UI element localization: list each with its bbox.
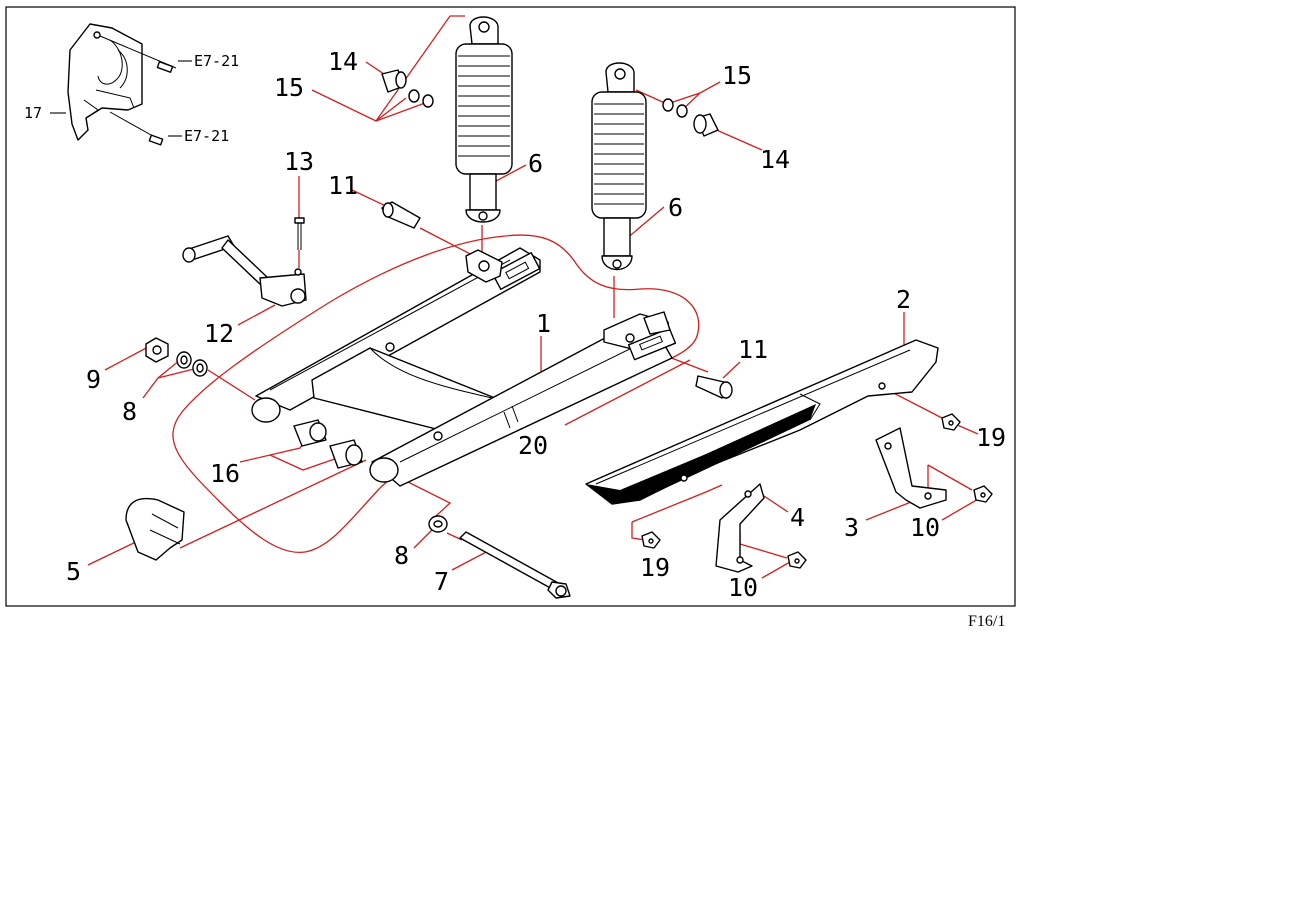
callout-11-left: 11: [328, 171, 358, 200]
callout-1: 1: [536, 309, 551, 338]
callout-3: 3: [844, 513, 859, 542]
part-2-chain-guard: [585, 339, 939, 505]
part-19-bolt-right: [941, 413, 961, 431]
leader-10b-c: [927, 464, 973, 491]
leader-19a-b: [631, 522, 646, 541]
part-14-15-left-hardware: [381, 69, 434, 108]
leader-3: [865, 499, 917, 521]
leader-7: [451, 549, 491, 571]
leader-19a: [631, 484, 723, 523]
part-8-washer-lower: [428, 515, 448, 533]
leader-10a: [761, 561, 791, 579]
part-10-bolt-lower: [787, 551, 807, 569]
callout-4: 4: [790, 503, 805, 532]
part-7-axle-bolt: [459, 531, 571, 599]
leader-5-b: [179, 459, 367, 549]
leader-lines: [50, 15, 981, 579]
envelope-20: [172, 234, 700, 554]
leader-14b: [711, 127, 763, 151]
leader-8a-c: [207, 369, 256, 401]
callout-17: 17: [24, 104, 42, 122]
part-4-bracket: [715, 483, 765, 573]
callout-19-right: 19: [976, 423, 1006, 452]
callout-8-lower: 8: [394, 541, 409, 570]
leader-9: [104, 346, 149, 371]
leader-12: [237, 304, 276, 326]
part-12-kick-lever: [182, 235, 307, 307]
part-9-nut: [145, 337, 169, 363]
leader-7-b: [446, 532, 463, 541]
callout-13: 13: [284, 147, 314, 176]
leader-19b: [954, 423, 979, 435]
part-8-washers-left: [176, 351, 208, 377]
leader-16-b: [269, 454, 347, 471]
callout-19-bottom: 19: [640, 553, 670, 582]
leader-11a: [351, 189, 389, 208]
callout-15-left: 15: [274, 73, 304, 102]
leader-6b: [624, 206, 665, 241]
leader-20: [564, 359, 691, 426]
part-10-bolt-right: [973, 485, 993, 503]
part-14-15-right-hardware: [662, 98, 719, 137]
leader-8a-b: [157, 367, 199, 379]
callout-labels: 1 2 3 4 5 6 6 7 8 8 9 10 10 11 11 12 13 …: [24, 47, 1006, 602]
part-6-shock-right: [591, 62, 647, 271]
leader-8b: [413, 529, 433, 549]
part-5-slider: [125, 497, 185, 561]
callout-e7-21-lower: E7-21: [184, 127, 229, 145]
callout-2: 2: [896, 285, 911, 314]
leader-10b: [941, 497, 981, 521]
callout-14-left: 14: [328, 47, 358, 76]
leader-5: [87, 539, 141, 566]
leader-14a: [365, 61, 385, 75]
part-11-bolt-left: [381, 201, 421, 229]
leader-15a-b: [375, 102, 426, 122]
leader-4: [763, 495, 789, 513]
callout-7: 7: [434, 567, 449, 596]
part-6-shock-left: [455, 16, 513, 223]
leader-15b: [666, 81, 721, 105]
callout-15-right: 15: [722, 61, 752, 90]
callout-10-lower: 10: [728, 573, 758, 602]
callout-11-right: 11: [738, 335, 768, 364]
leader-11b: [722, 361, 741, 379]
callout-14-right: 14: [760, 145, 790, 174]
part-11-bolt-right: [695, 375, 733, 399]
part-17-cover: [67, 23, 177, 146]
part-1-swingarm: [251, 247, 677, 487]
callout-10-right: 10: [910, 513, 940, 542]
leader-8b-b: [399, 477, 452, 517]
callout-8-left: 8: [122, 397, 137, 426]
part-19-bolt-bottom: [641, 531, 661, 549]
part-16-bushings: [293, 419, 363, 469]
callout-6-right: 6: [668, 193, 683, 222]
leader-11a-b: [419, 227, 479, 259]
callout-12: 12: [204, 319, 234, 348]
part-3-bracket: [875, 427, 947, 509]
part-13-bolt: [294, 217, 305, 250]
diagram-frame: [5, 6, 1016, 607]
callout-9: 9: [86, 365, 101, 394]
callout-6-left: 6: [528, 149, 543, 178]
callout-5: 5: [66, 557, 81, 586]
leader-15b-c: [635, 89, 668, 105]
leader-10a-b: [739, 532, 788, 559]
callout-20: 20: [518, 431, 548, 460]
leader-15a: [311, 89, 407, 122]
figure-id: F16/1: [968, 613, 1005, 630]
callout-16: 16: [210, 459, 240, 488]
callout-e7-21-upper: E7-21: [194, 52, 239, 70]
leader-8a: [142, 359, 181, 399]
